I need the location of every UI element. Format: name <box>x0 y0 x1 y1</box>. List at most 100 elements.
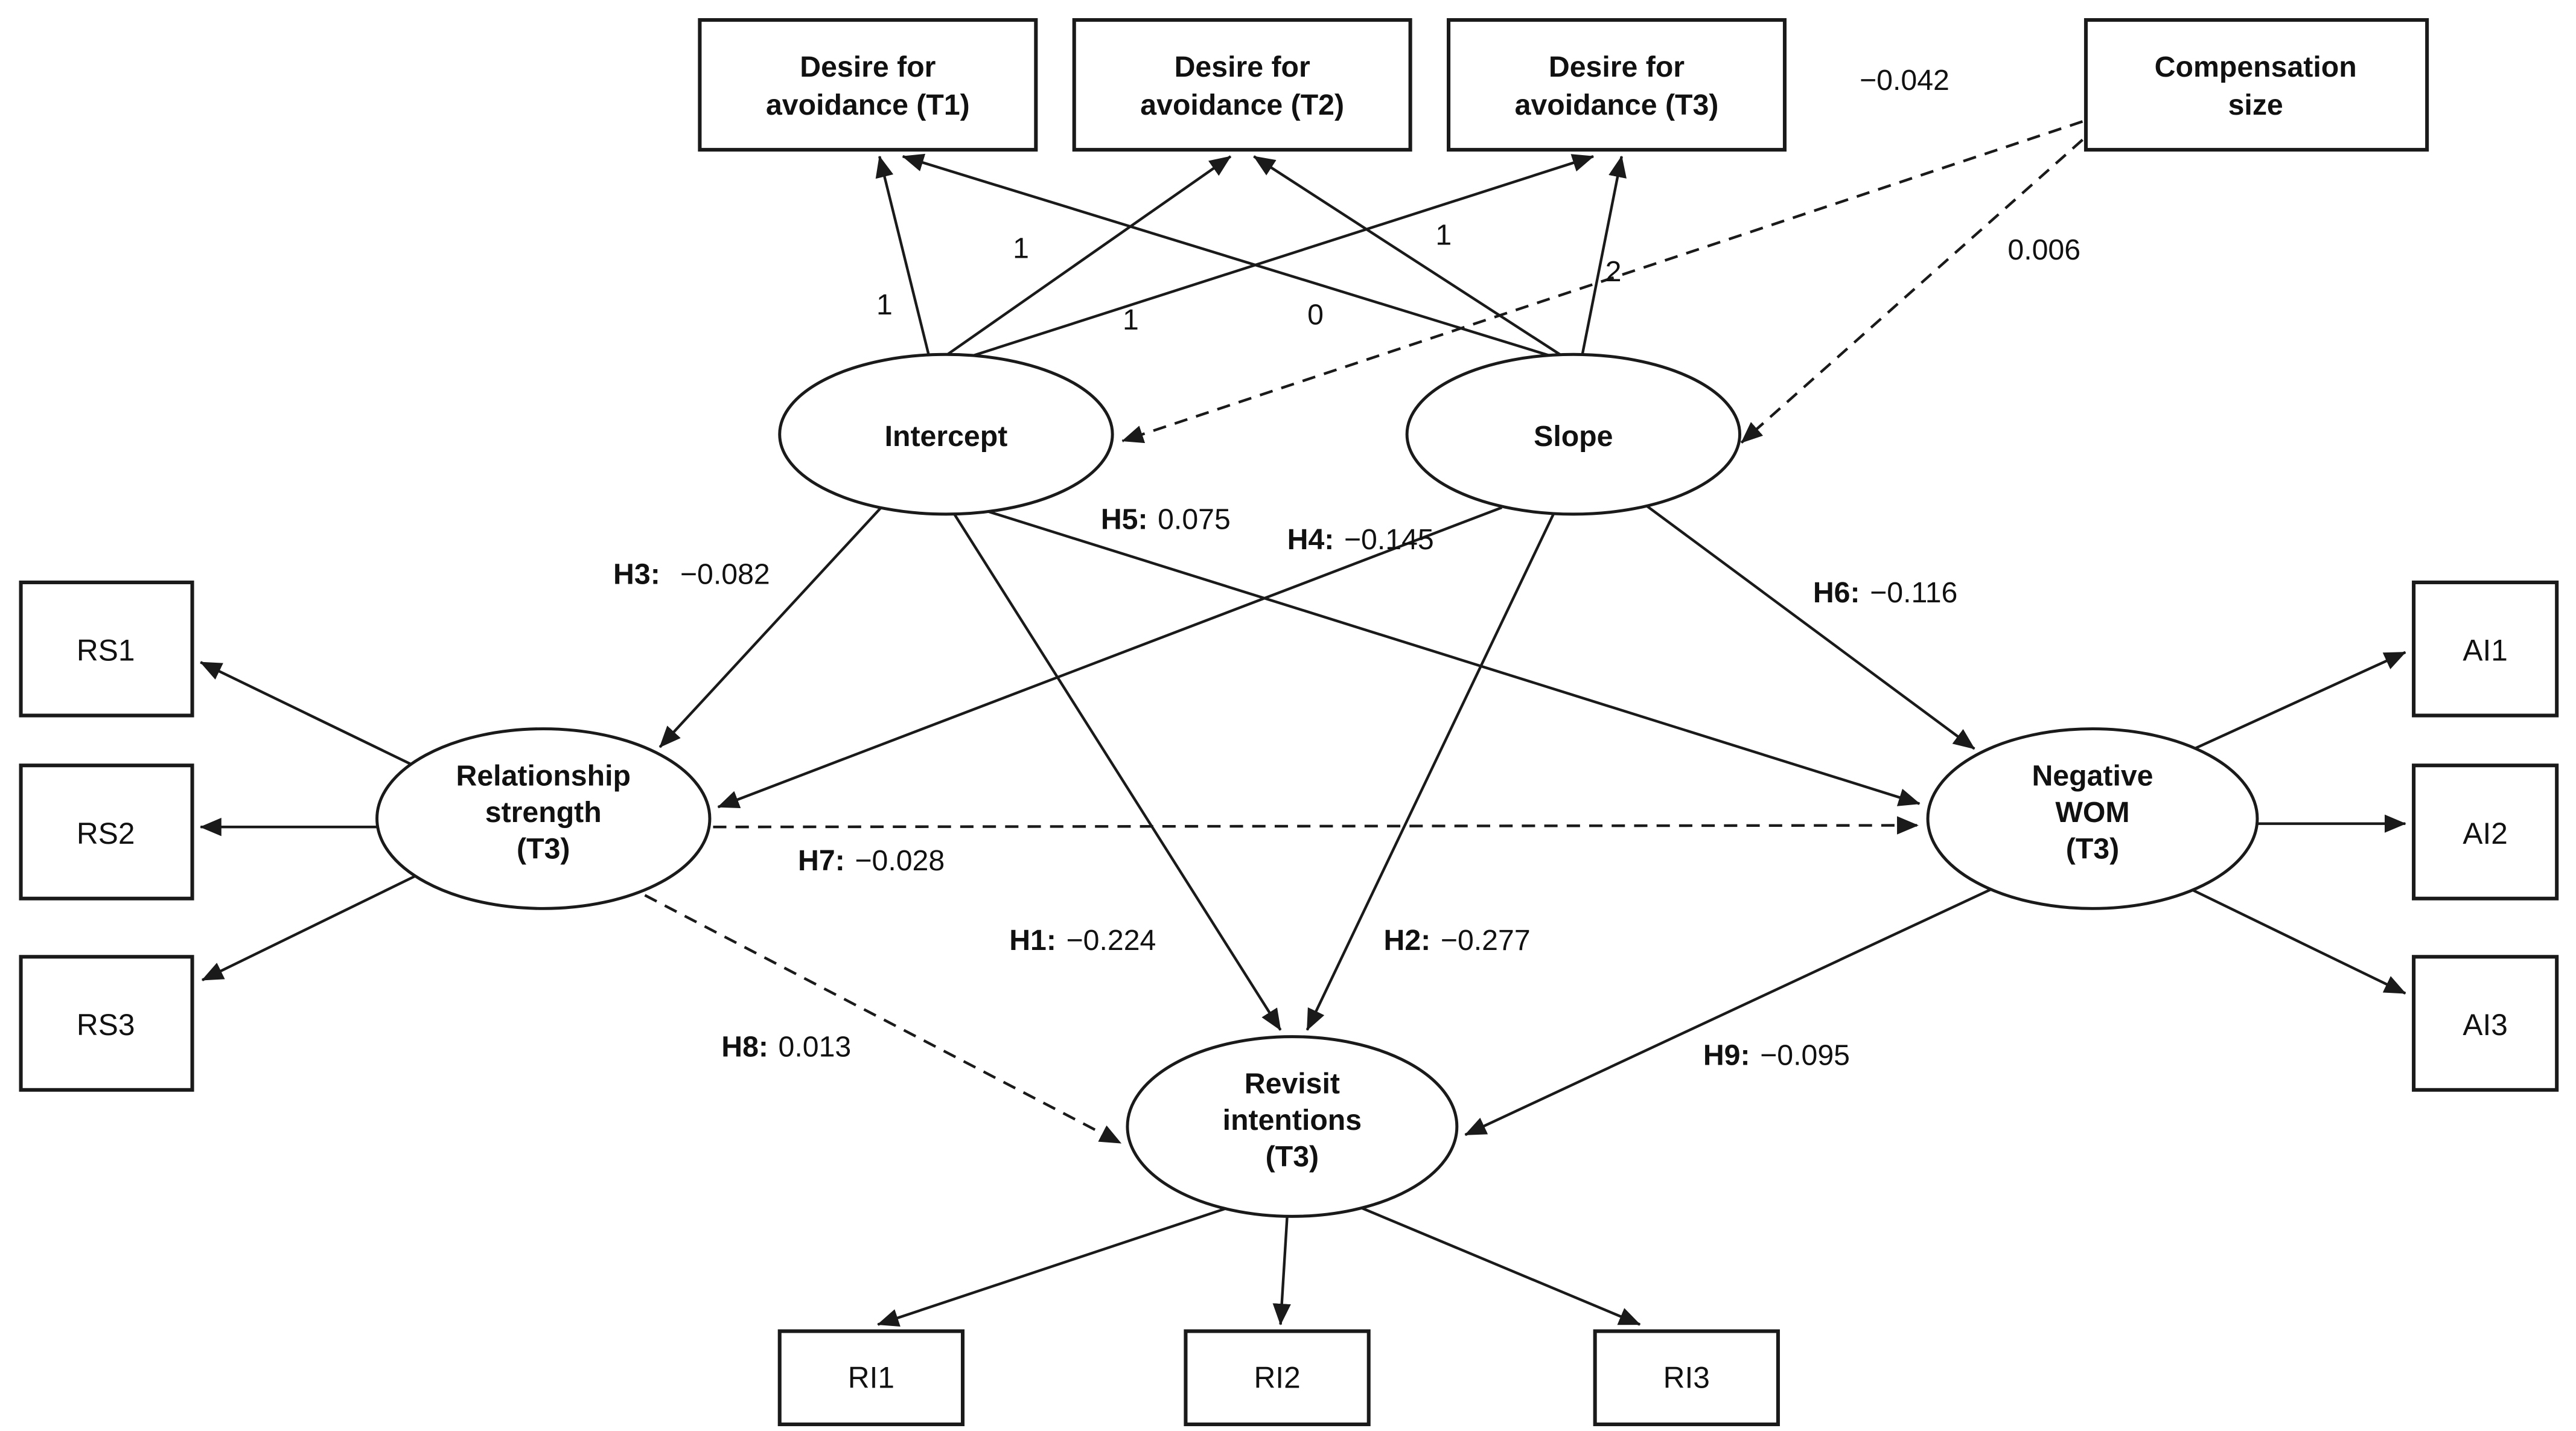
loading-labels: 1 1 1 0 1 2 <box>876 218 1621 336</box>
intercept-label: Intercept <box>885 420 1008 453</box>
h3-coefficient: H3:−0.082 <box>613 558 770 591</box>
ri1-box <box>777 1329 965 1427</box>
rs1-label: RS1 <box>77 634 135 668</box>
node-ri1: RI1 <box>777 1329 965 1427</box>
edge-h1-intercept-revisit <box>953 513 1282 1031</box>
node-desire-t2: Desire for avoidance (T2) <box>1072 18 1412 152</box>
nodes: Desire for avoidance (T1) Desire for avo… <box>19 18 2559 1427</box>
h1-coefficient: H1:−0.224 <box>1009 924 1156 957</box>
comp-intercept-coefficient: −0.042 <box>1860 64 1950 97</box>
h8-coefficient: H8:0.013 <box>721 1031 851 1063</box>
node-ri3: RI3 <box>1593 1329 1780 1427</box>
edge-h5-intercept-nwom <box>985 509 1921 806</box>
edge-h3-intercept-rs <box>658 506 882 748</box>
edge-intercept-desire-t2 <box>942 155 1232 359</box>
relationship-strength-label-line1: Relationship <box>456 759 631 792</box>
edge-intercept-desire-t3 <box>955 154 1595 363</box>
compensation-size-label-line1: Compensation <box>2155 51 2357 83</box>
node-rs1: RS1 <box>19 580 194 718</box>
edge-h7-rs-nwom <box>713 816 1919 835</box>
revisit-intentions-ellipse <box>1126 1035 1459 1218</box>
ai2-box <box>2412 763 2559 900</box>
desire-t1-label-line2: avoidance (T1) <box>766 89 970 121</box>
edge-h4-slope-rs <box>717 506 1503 809</box>
ai2-label: AI2 <box>2463 817 2507 850</box>
node-rs2: RS2 <box>19 763 194 900</box>
desire-t2-label-line1: Desire for <box>1175 51 1310 83</box>
rs3-label: RS3 <box>77 1008 135 1042</box>
edge-slope-desire-t2 <box>1253 155 1566 359</box>
edge-slope-desire-t3 <box>1580 155 1627 359</box>
node-intercept: Intercept <box>778 352 1114 516</box>
relationship-strength-ellipse <box>375 727 712 910</box>
node-relationship-strength: Relationship strength (T3) <box>375 727 712 910</box>
edge-comp-slope <box>1740 138 2083 444</box>
h2-coefficient: H2:−0.277 <box>1384 924 1531 957</box>
node-ai1: AI1 <box>2412 580 2559 718</box>
rs2-label: RS2 <box>77 817 135 850</box>
slope-ellipse <box>1405 352 1742 516</box>
ri3-box <box>1593 1329 1780 1427</box>
revisit-intentions-label-line3: (T3) <box>1266 1141 1319 1173</box>
h6-coefficient: H6:−0.116 <box>1813 576 1958 609</box>
desire-t3-box <box>1447 18 1787 152</box>
h4-coefficient: H4:−0.145 <box>1287 523 1434 556</box>
h5-coefficient: H5:0.075 <box>1101 503 1231 536</box>
edge-nwom-ai1 <box>2172 651 2406 760</box>
edge-slope-desire-t1 <box>902 153 1557 359</box>
negative-wom-label-line1: Negative <box>2032 759 2153 792</box>
edge-revisit-ri1 <box>877 1206 1228 1327</box>
intercept-ellipse <box>778 352 1114 516</box>
loading-intercept-t2: 1 <box>1013 232 1029 264</box>
ai1-label: AI1 <box>2463 634 2507 668</box>
ai1-box <box>2412 580 2559 718</box>
ai3-box <box>2412 955 2559 1092</box>
edge-rs-rs3 <box>201 874 418 981</box>
desire-t2-box <box>1072 18 1412 152</box>
h9-coefficient: H9:−0.095 <box>1703 1039 1850 1071</box>
node-rs3: RS3 <box>19 955 194 1092</box>
rs1-box <box>19 580 194 718</box>
relationship-strength-label-line3: (T3) <box>517 833 570 865</box>
compensation-size-box <box>2083 18 2429 152</box>
revisit-intentions-label-line1: Revisit <box>1245 1067 1340 1100</box>
node-ai2: AI2 <box>2412 763 2559 900</box>
node-ri2: RI2 <box>1184 1329 1371 1427</box>
node-desire-t1: Desire for avoidance (T1) <box>698 18 1038 152</box>
loading-slope-t2: 1 <box>1435 218 1452 251</box>
rs3-box <box>19 955 194 1092</box>
node-slope: Slope <box>1405 352 1742 516</box>
path-coefficient-labels: H3:−0.082 H5:0.075 H4:−0.145 H6:−0.116 H… <box>613 64 2080 1072</box>
ri1-label: RI1 <box>848 1360 894 1394</box>
ai3-label: AI3 <box>2463 1008 2507 1042</box>
desire-t3-label-line2: avoidance (T3) <box>1515 89 1719 121</box>
node-revisit-intentions: Revisit intentions (T3) <box>1126 1035 1459 1218</box>
negative-wom-label-line3: (T3) <box>2066 833 2119 865</box>
ri3-label: RI3 <box>1663 1360 1710 1394</box>
rs2-box <box>19 763 194 900</box>
h7-coefficient: H7:−0.028 <box>798 844 945 877</box>
comp-slope-coefficient: 0.006 <box>2007 234 2080 266</box>
edge-nwom-ai3 <box>2172 879 2406 995</box>
ri2-label: RI2 <box>1254 1360 1300 1394</box>
desire-t1-label-line1: Desire for <box>800 51 936 83</box>
desire-t3-label-line1: Desire for <box>1549 51 1685 83</box>
negative-wom-label-line2: WOM <box>2055 796 2129 829</box>
revisit-intentions-label-line2: intentions <box>1223 1104 1362 1136</box>
loading-intercept-t1: 1 <box>876 288 893 321</box>
edge-comp-intercept <box>1121 120 2083 444</box>
node-compensation-size: Compensation size <box>2083 18 2429 152</box>
edge-revisit-ri3 <box>1353 1203 1641 1326</box>
edge-h9-nwom-revisit <box>1464 887 1994 1136</box>
loading-slope-t1: 0 <box>1307 299 1324 331</box>
node-negative-wom: Negative WOM (T3) <box>1926 727 2259 910</box>
relationship-strength-label-line2: strength <box>485 796 602 829</box>
slope-label: Slope <box>1534 420 1613 453</box>
node-ai3: AI3 <box>2412 955 2559 1092</box>
node-desire-t3: Desire for avoidance (T3) <box>1447 18 1787 152</box>
desire-t2-label-line2: avoidance (T2) <box>1140 89 1344 121</box>
edge-h6-slope-nwom <box>1645 505 1975 750</box>
loading-slope-t3: 2 <box>1605 255 1622 288</box>
